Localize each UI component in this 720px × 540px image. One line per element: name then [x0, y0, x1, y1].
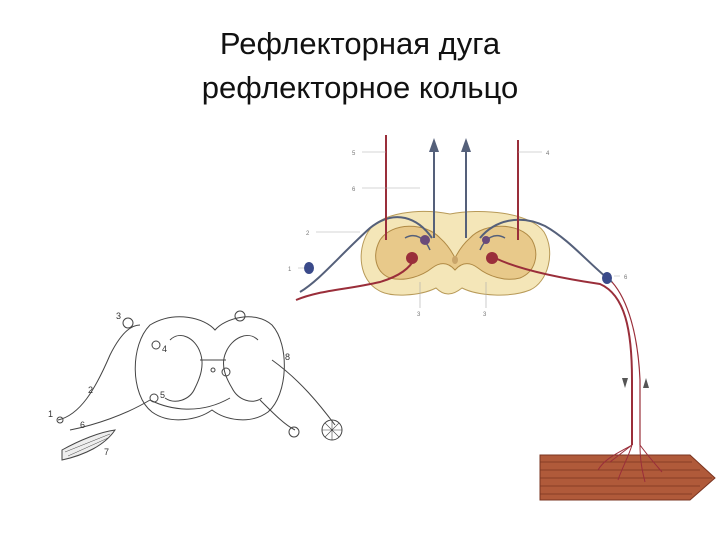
spinal-cord-outline [134, 316, 285, 421]
afferent-fiber-down [611, 281, 641, 445]
leader-lines [298, 151, 620, 277]
neuron-body-mid-right [221, 367, 231, 377]
ascending-arrow-1 [429, 138, 439, 152]
left-label-1: 1 [48, 409, 53, 419]
arrow-down [622, 378, 628, 388]
right-label-3b: 3 [483, 312, 487, 318]
grey-matter-outline [164, 335, 263, 402]
left-label-6: 6 [80, 420, 85, 430]
right-diagram-labels: 5 6 2 1 4 3 3 6 [288, 151, 628, 318]
ascending-arrow-2 [461, 138, 471, 152]
motor-fiber-left [69, 399, 151, 431]
neuron-body-lower-right [288, 426, 300, 438]
muscle-fibers [540, 461, 712, 495]
interneuron-right [482, 236, 490, 244]
right-label-5: 5 [352, 151, 356, 157]
receptor-1 [56, 416, 64, 424]
afferent-fiber-right [479, 218, 613, 283]
central-canal-right [452, 256, 458, 264]
right-label-6b: 6 [624, 275, 628, 281]
spinal-ganglion-right [602, 272, 612, 284]
right-label-2: 2 [306, 231, 310, 237]
arrow-up [643, 378, 649, 388]
left-label-5: 5 [160, 390, 165, 400]
ganglion-spokes [322, 420, 342, 440]
right-label-3a: 3 [417, 312, 421, 318]
right-reflex-ring-diagram [295, 135, 716, 501]
motor-neuron-right [486, 252, 498, 264]
efferent-fiber-right-out [494, 257, 633, 445]
efferent-fiber-lower-left [295, 257, 416, 301]
fiber-right-lower [259, 399, 296, 431]
right-label-4: 4 [546, 151, 550, 157]
central-canal [210, 367, 216, 373]
title-line-2: рефлекторное кольцо [201, 70, 519, 105]
spinal-cord-grey-matter [375, 225, 537, 280]
left-label-3: 3 [116, 311, 121, 321]
afferent-inner-right [479, 234, 506, 251]
left-label-7: 7 [104, 447, 109, 457]
left-label-4: 4 [162, 344, 167, 354]
neuron-body-5 [149, 393, 159, 403]
interneuron-path [149, 397, 231, 410]
neuron-body-top-right [234, 310, 246, 322]
fiber-right [271, 359, 336, 426]
leader-lines-lower [419, 282, 487, 308]
neuron-body-4 [151, 340, 161, 350]
afferent-inner-left [404, 234, 431, 251]
right-label-1: 1 [288, 267, 292, 273]
interneuron-left [420, 235, 430, 245]
left-diagram-labels: 1 2 3 4 5 6 7 8 [48, 311, 290, 457]
neuron-body-3 [122, 317, 134, 329]
title-line-1: Рефлекторная дуга [219, 26, 501, 61]
left-label-8: 8 [285, 352, 290, 362]
afferent-fiber-left [299, 216, 433, 293]
muscle-body [539, 454, 716, 501]
slide-title: Рефлекторная дуга рефлекторное кольцо [0, 22, 720, 110]
sensory-fiber-left [57, 324, 141, 421]
motor-neuron-left [406, 252, 418, 264]
left-reflex-arc-diagram [56, 310, 343, 461]
nerve-endings [597, 444, 663, 483]
left-label-2: 2 [88, 385, 93, 395]
spinal-ganglion-left [304, 262, 314, 274]
right-label-6: 6 [352, 187, 356, 193]
